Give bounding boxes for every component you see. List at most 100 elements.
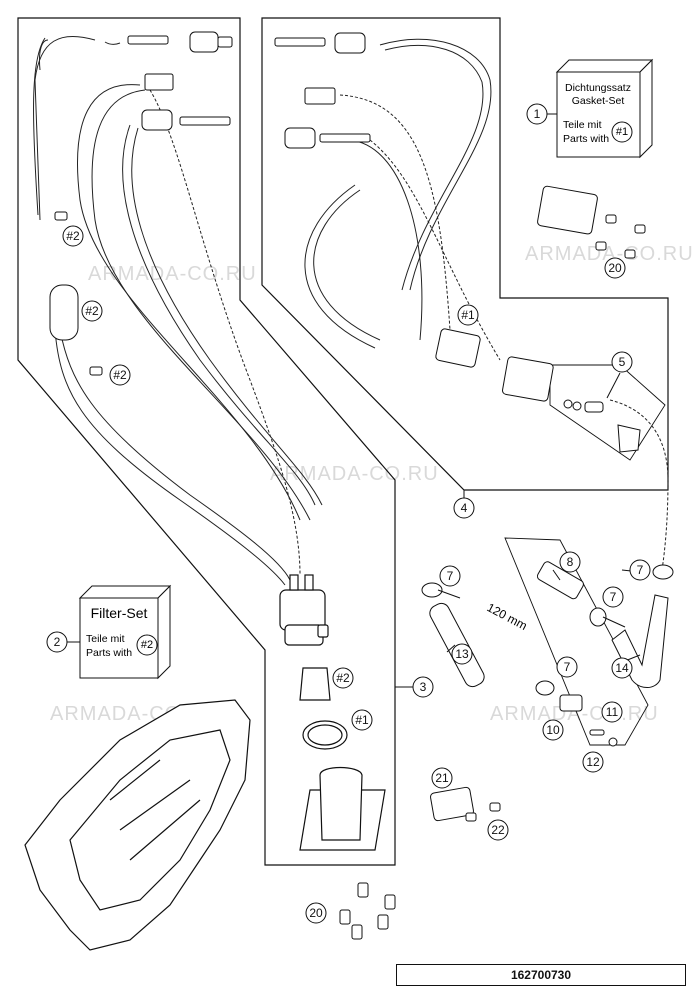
o-ring [572,401,582,411]
electrical-wire [609,399,669,571]
hose-connector [319,133,371,143]
pump-housing [319,766,363,841]
filter-set-box: Filter-Set Teile mit Parts with #2 [78,584,172,680]
sensor-bracket [617,424,641,453]
screw [489,802,501,812]
ref-callout: #2 [81,300,103,322]
ref-callout: #2 [109,364,131,386]
callout-8: 8 [559,551,581,573]
leader-line [446,644,456,653]
fuel-hose [313,189,381,341]
ref-label: #2 [113,368,127,382]
callout-number: 13 [455,647,469,661]
pump-body [279,589,326,631]
watermark-text: ARMADA-CO.RU [525,243,694,265]
screw [357,882,369,898]
ref-label: #1 [355,713,369,727]
electrical-wire [149,89,301,576]
screw [634,224,646,234]
fuel-hose [131,127,323,506]
callout-1: 1 [526,103,548,125]
fuel-tank [24,699,251,951]
fuel-filter [49,284,79,341]
fuel-hose [122,124,316,506]
gasket-set-parts-de: Teile mit [563,119,602,131]
screw [605,214,617,224]
callout-13: 13 [451,643,473,665]
screw [595,241,607,251]
fuel-hose [33,37,46,216]
seal-ring-inner [307,724,343,746]
ref-circle [136,634,158,656]
box-side [157,584,171,680]
electrical-plug [144,73,174,91]
callout-7: 7 [439,565,461,587]
fuel-hose [59,329,291,581]
wire-connector [502,356,554,402]
ref-callout: #2 [62,225,84,247]
watermark-text: ARMADA-CO.RU [88,263,257,285]
callout-22: 22 [487,819,509,841]
callout-number: 3 [420,680,427,694]
fuel-hose [349,139,423,341]
region-right-outline [261,17,669,491]
gasket-set-title-en: Gasket-Set [572,95,625,107]
screw [624,249,636,259]
hose-clamp [652,564,674,580]
watermark-group: ARMADA-CO.RU ARMADA-CO.RU ARMADA-CO.RU A… [50,243,694,725]
screw [465,812,477,822]
leader-line [437,589,461,599]
ref-callout-group: #2 #2 #2 #2 #1 #1 [62,225,479,731]
callout-number: 14 [615,661,629,675]
fuel-hose [54,329,286,586]
callout-number: 22 [491,823,505,837]
filter-set-parts-en: Parts with [86,647,132,659]
callout-7: 7 [602,586,624,608]
box-top [555,59,654,73]
callout-number: 21 [435,771,449,785]
hose-length-label: 120 mm [485,600,530,633]
hose-connector [179,116,231,126]
callout-21: 21 [431,767,453,789]
ref-callout: #1 [457,304,479,326]
callout-number: 7 [610,590,617,604]
hose-clamp [535,680,555,696]
ref-label: #1 [461,308,475,322]
ref-callout: #2 [332,667,354,689]
fuel-hose [304,184,376,349]
electrical-plug [304,87,336,105]
ref-label: #2 [336,671,350,685]
washer [608,737,618,747]
fuel-hose [379,38,492,291]
callout-7: 7 [556,656,578,678]
wire-connector [537,185,598,235]
electrical-wire [369,139,501,361]
region-left-outline [17,17,396,866]
callout-number: 7 [447,569,454,583]
gasket-set-title-de: Dichtungssatz [565,82,631,94]
filter-set-ref: #2 [141,639,153,651]
leader-line [602,616,626,628]
connector-group-right [274,32,646,453]
callout-number: 12 [586,755,600,769]
callout-number: 11 [606,705,619,719]
fuel-hose [384,44,484,291]
hose-clamp [589,607,607,627]
quick-connector [141,109,173,131]
tank-outline [24,699,251,951]
gasket-set-parts-en: Parts with [563,133,609,145]
callout-number: 8 [567,555,574,569]
sensor [584,401,604,413]
wire-grommet [435,328,481,368]
callout-number: 7 [564,660,571,674]
callout-group: 1 2 3 4 5 7 7 7 7 8 10 11 12 13 14 20 20… [46,103,651,924]
watermark-text: ARMADA-CO.RU [270,463,439,485]
callout-number: 20 [608,261,622,275]
bottom-screws [339,882,396,940]
drawing-number: 162700730 [510,968,572,982]
callout-11: 11 [601,701,623,723]
hose-connector [127,35,169,45]
small-clamp [54,211,68,221]
callout-number: 4 [461,501,468,515]
